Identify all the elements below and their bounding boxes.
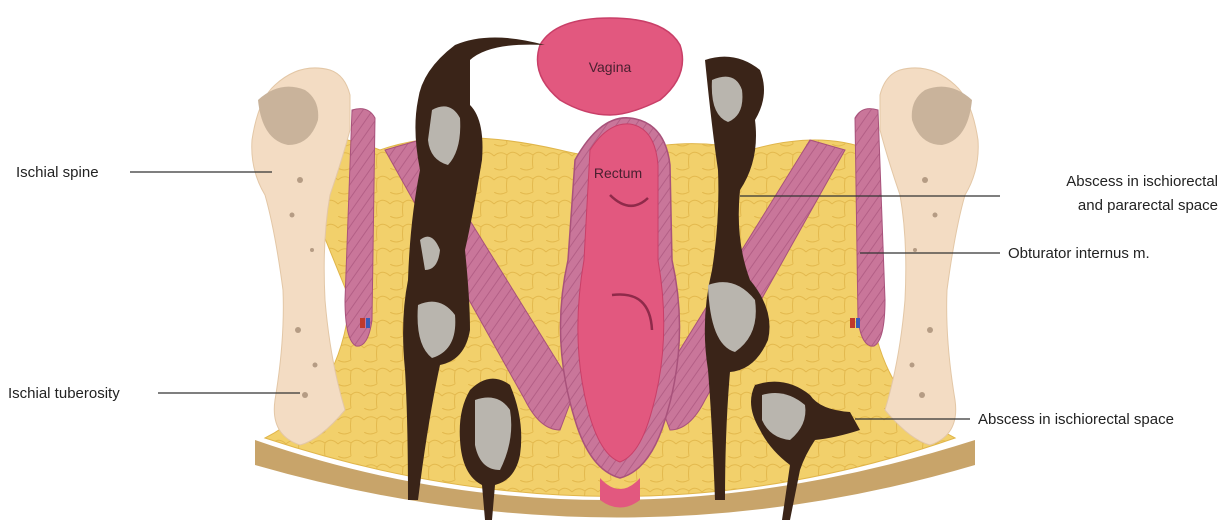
obturator-internus-label: Obturator internus m.: [1008, 245, 1150, 262]
rectum-label: Rectum: [594, 165, 642, 181]
abscess-ischiorectal-label: Abscess in ischiorectal space: [978, 411, 1174, 428]
ischial-spine-label: Ischial spine: [16, 164, 99, 181]
vagina-label: Vagina: [589, 59, 632, 75]
left-pudendal-vessels: [360, 318, 370, 328]
abscess-pararectal-label-line2: and pararectal space: [1078, 197, 1218, 214]
right-obturator-internus: [855, 109, 885, 347]
abscess-pararectal-label-line1: Abscess in ischiorectal: [1066, 173, 1218, 190]
right-pudendal-vessels: [850, 318, 860, 328]
ischial-tuberosity-label: Ischial tuberosity: [8, 385, 120, 402]
